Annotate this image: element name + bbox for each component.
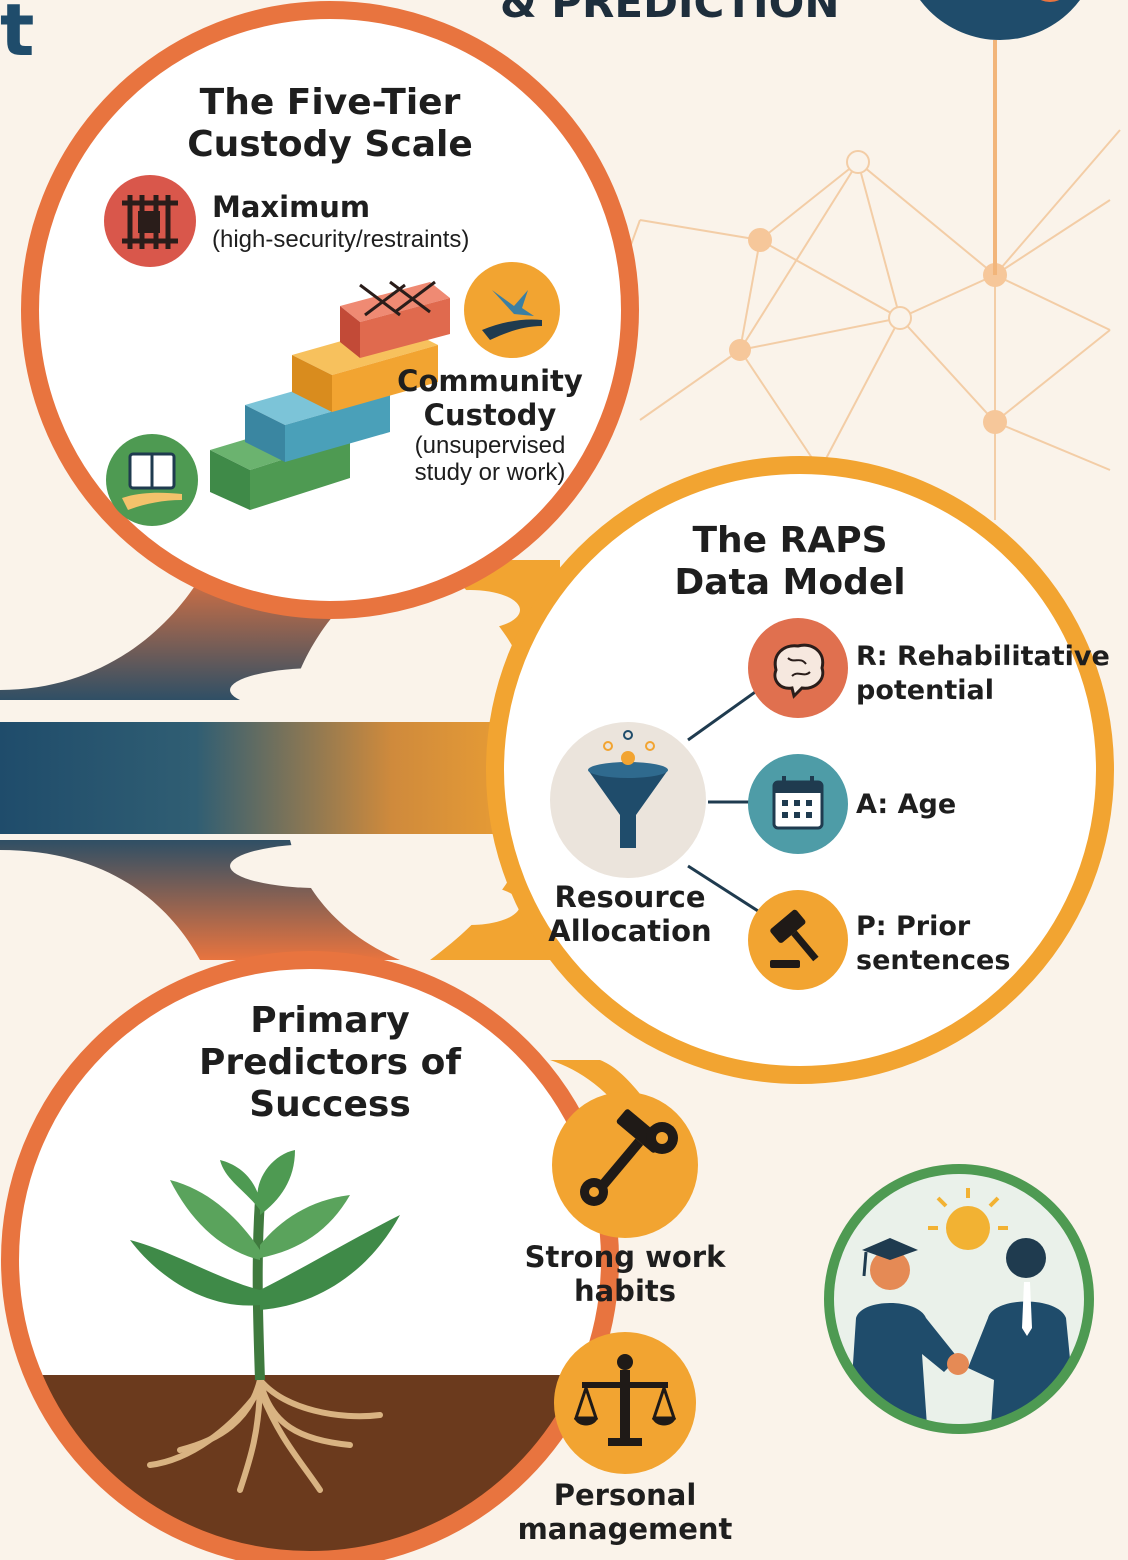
- custody-scale-title: The Five-Tier Custody Scale: [150, 82, 510, 166]
- hub-label: Resource Allocation: [540, 880, 720, 948]
- community-sub-line-1: (unsupervised: [414, 432, 566, 459]
- raps-title-line-1: The RAPS: [692, 520, 888, 561]
- personal-management-label-line-1: Personal: [553, 1478, 697, 1512]
- header-left-fragment: t: [0, 0, 35, 72]
- header-globe-icon: [920, 0, 1080, 40]
- calendar-icon: [748, 754, 848, 854]
- custody-scale-title-line-2: Custody Scale: [187, 124, 473, 165]
- predictors-title-line-2: Predictors of: [198, 1042, 462, 1083]
- hand-bird-icon: [464, 262, 560, 358]
- personal-management-label: Personal management: [500, 1478, 750, 1546]
- factor-p-label: P: Prior sentences: [856, 910, 1010, 978]
- scales-icon: [554, 1332, 696, 1474]
- maximum-sub: (high-security/restraints): [212, 226, 470, 253]
- maximum-label: Maximum: [212, 190, 371, 224]
- personal-management-label-line-2: management: [517, 1512, 733, 1546]
- factor-p-label-line-1: P: Prior: [856, 911, 971, 942]
- community-sub-line-2: study or work): [414, 459, 566, 486]
- factor-r-label: R: Rehabilitative potential: [856, 640, 1110, 708]
- graduate-handshake-icon: [824, 1164, 1094, 1434]
- factor-p-label-line-2: sentences: [856, 945, 1011, 976]
- predictors-title-line-3: Success: [249, 1084, 411, 1125]
- custody-scale-title-line-1: The Five-Tier: [199, 82, 461, 123]
- community-label: Community Custody: [395, 364, 585, 432]
- factor-r-label-line-2: potential: [856, 675, 994, 706]
- brain-icon: [748, 618, 848, 718]
- hammer-gear-icon: [552, 1092, 698, 1238]
- gavel-icon: [748, 890, 848, 990]
- header-title-fragment: & PREDICTION: [500, 0, 840, 27]
- hub-label-line-1: Resource: [554, 880, 706, 914]
- funnel-icon: [550, 722, 706, 878]
- predictors-title: Primary Predictors of Success: [170, 1000, 490, 1126]
- raps-title: The RAPS Data Model: [640, 520, 940, 604]
- work-habits-label-line-1: Strong work: [524, 1240, 726, 1274]
- prison-bars-icon: [104, 175, 196, 267]
- book-in-hand-icon: [106, 434, 198, 526]
- factor-a-label: A: Age: [856, 788, 956, 822]
- work-habits-label: Strong work habits: [520, 1240, 730, 1308]
- predictors-title-line-1: Primary: [250, 1000, 410, 1041]
- community-label-line-2: Custody: [423, 398, 557, 432]
- raps-title-line-2: Data Model: [674, 562, 906, 603]
- community-sub: (unsupervised study or work): [395, 432, 585, 486]
- factor-r-label-line-1: R: Rehabilitative: [856, 641, 1110, 672]
- work-habits-label-line-2: habits: [573, 1274, 677, 1308]
- hub-label-line-2: Allocation: [548, 914, 712, 948]
- factor-a-label-line-1: A: Age: [856, 789, 957, 820]
- community-label-line-1: Community: [397, 364, 583, 398]
- plant-roots-icon: [130, 1150, 400, 1493]
- custody-steps: [210, 280, 450, 510]
